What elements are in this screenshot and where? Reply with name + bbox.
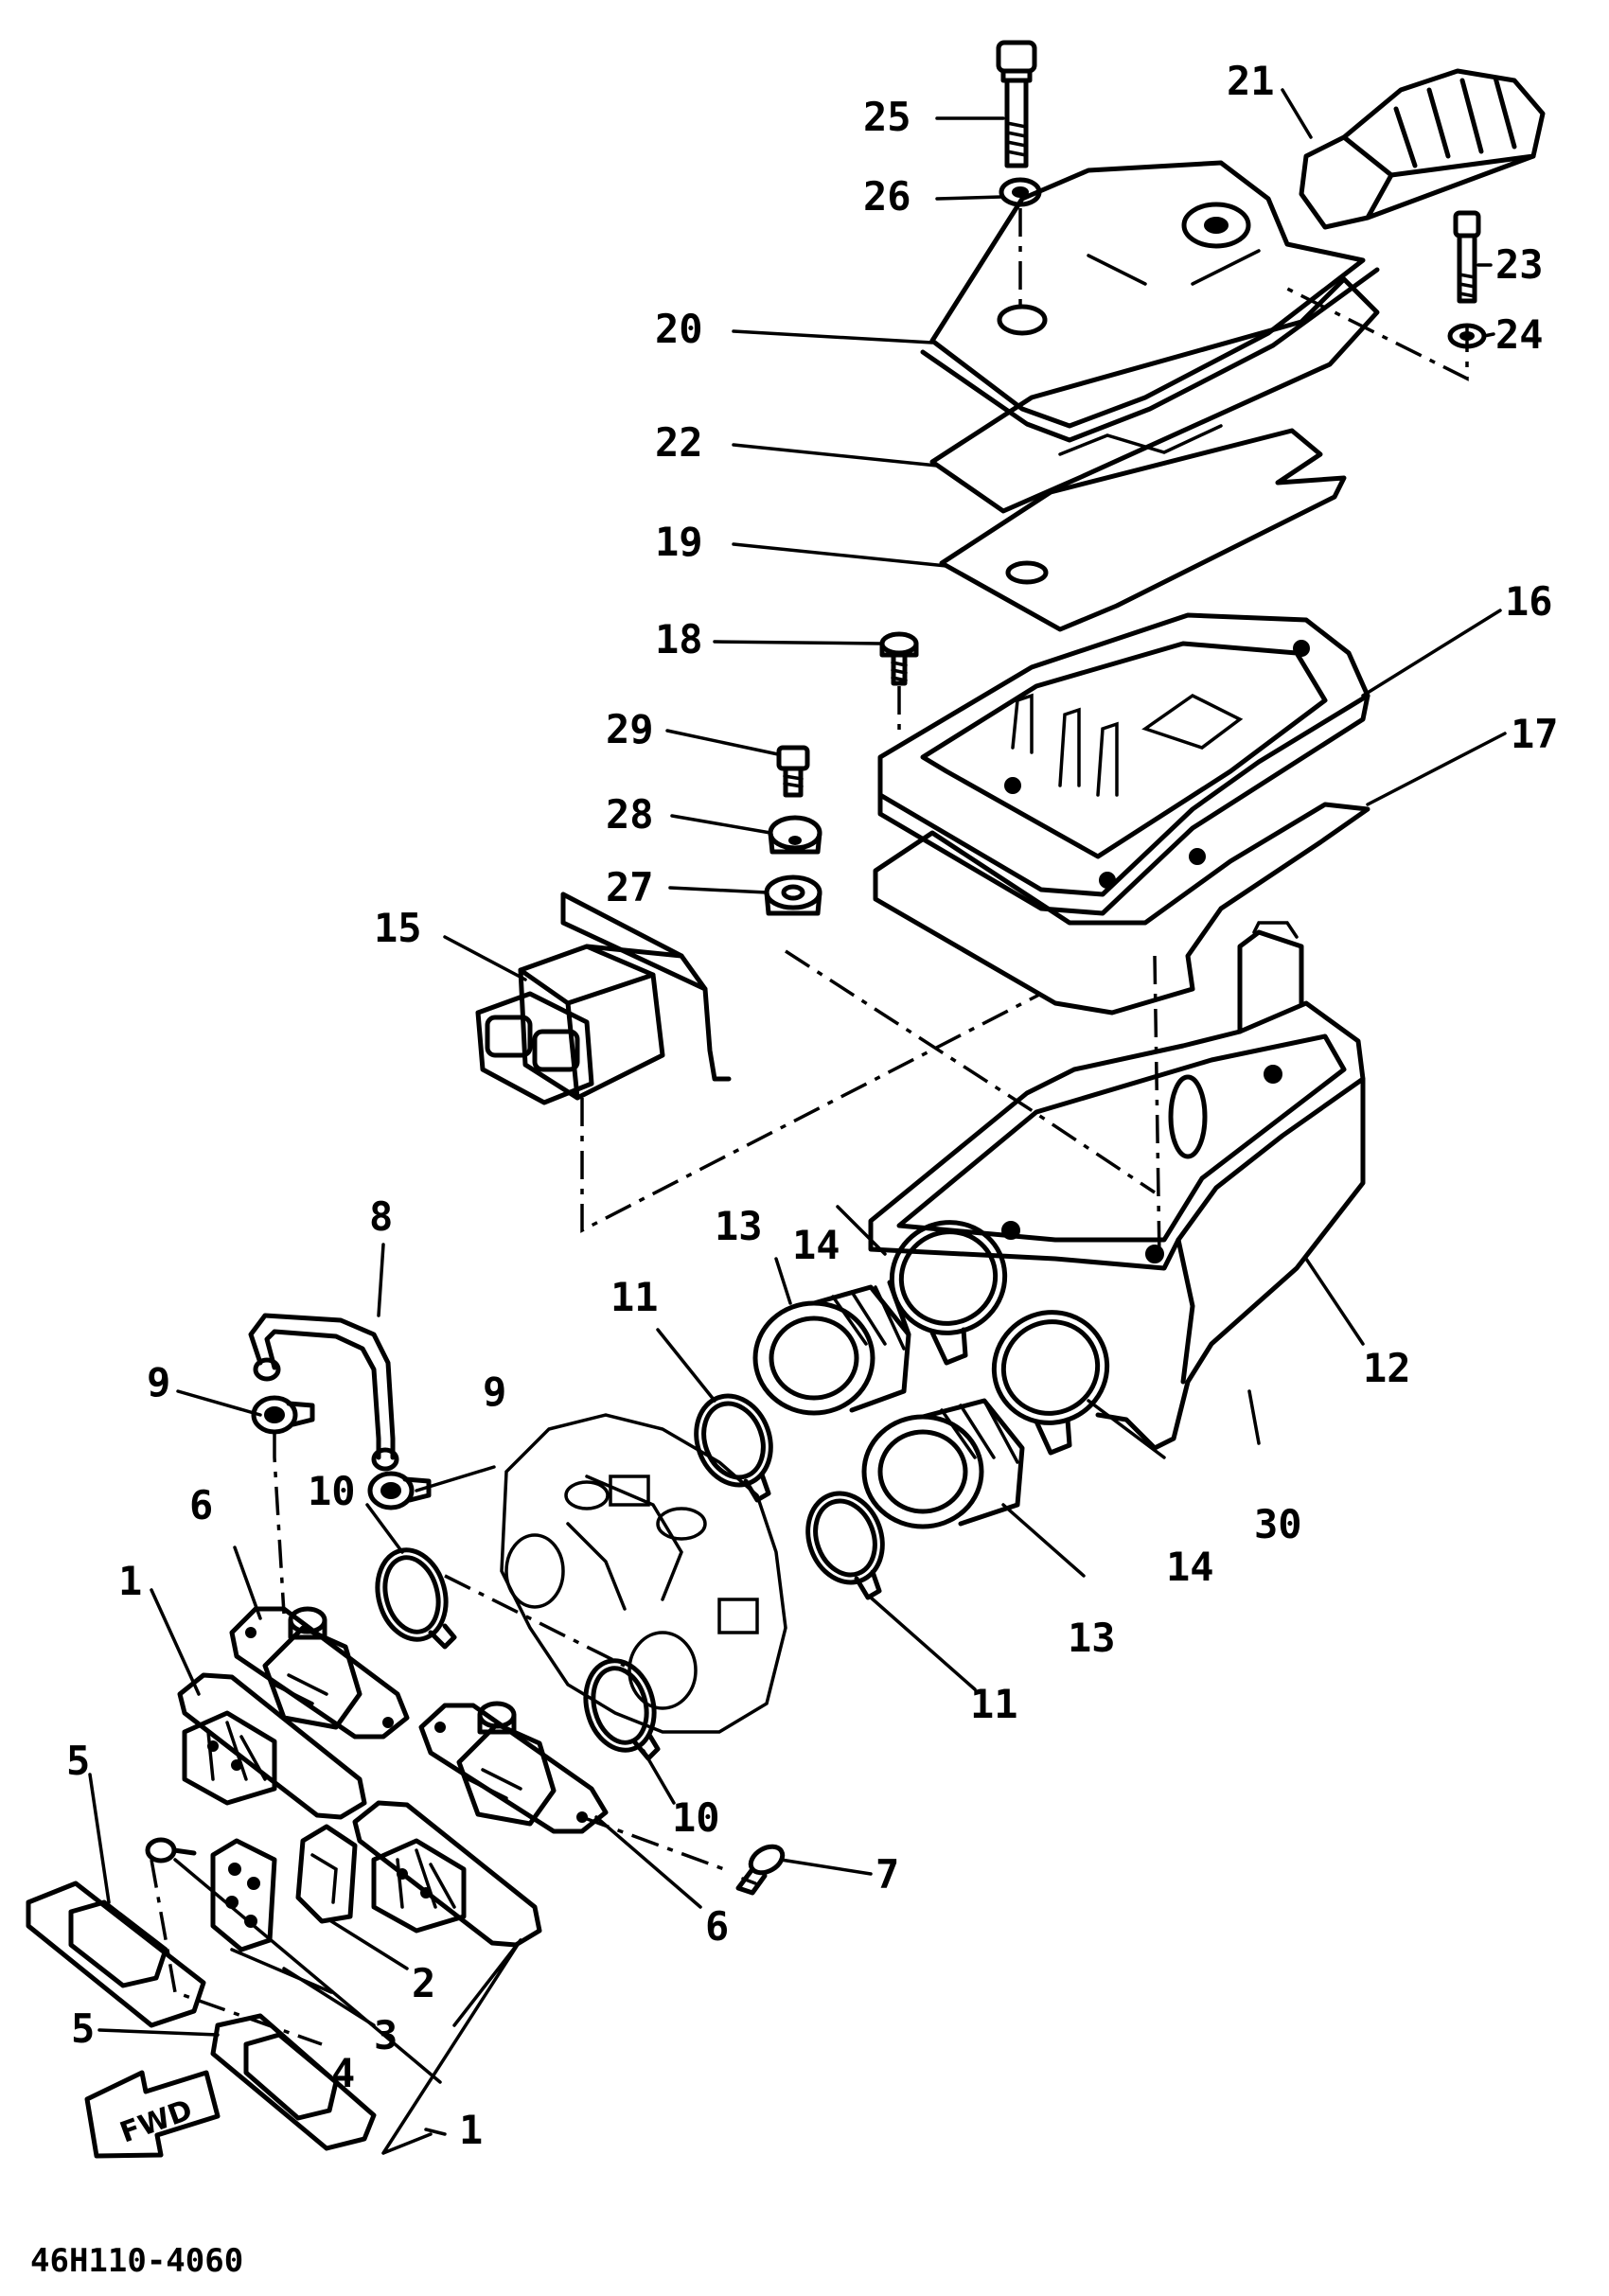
callout-14a: 14 (792, 1222, 840, 1268)
hose-clip-9-left (251, 1395, 315, 1435)
callout-3: 3 (374, 2012, 398, 2058)
carburetor-outline (500, 1413, 787, 1734)
callout-14b: 14 (1166, 1544, 1214, 1590)
callout-28: 28 (606, 791, 654, 838)
washer-26 (999, 177, 1042, 207)
callout-2: 2 (412, 1960, 435, 2006)
callout-5a: 5 (66, 1738, 90, 1784)
callout-20: 20 (655, 306, 703, 352)
bolt-25 (996, 40, 1037, 168)
callout-8: 8 (369, 1193, 393, 1240)
clamp-14-upper (889, 1220, 1008, 1366)
clamp-10-lower (583, 1658, 661, 1761)
callout-6b: 6 (705, 1903, 729, 1950)
air-cleaner-case (868, 921, 1366, 1451)
callout-23: 23 (1495, 241, 1544, 288)
callout-5b: 5 (71, 2005, 95, 2052)
element-plate (939, 428, 1347, 632)
callout-15: 15 (374, 905, 422, 951)
intake-duct (1299, 68, 1546, 230)
callout-29: 29 (606, 706, 654, 752)
callout-9a: 9 (147, 1359, 170, 1405)
callout-21: 21 (1227, 58, 1275, 104)
callout-19: 19 (655, 519, 703, 565)
screw-7 (735, 1844, 786, 1896)
callout-labels: 25 26 21 23 24 20 22 19 18 16 17 29 28 2… (66, 58, 1559, 2153)
callout-26: 26 (863, 173, 911, 220)
gasket-5-upper (26, 1881, 206, 2028)
case-joint (475, 892, 732, 1105)
callout-4: 4 (331, 2050, 355, 2096)
callout-9b: 9 (483, 1369, 506, 1415)
bolt-29 (776, 745, 810, 798)
callout-27: 27 (606, 864, 654, 910)
callout-7: 7 (875, 1851, 899, 1898)
callout-1b: 1 (459, 2107, 483, 2153)
callout-25: 25 (863, 94, 911, 140)
callout-13a: 13 (715, 1203, 763, 1249)
leader-lines (88, 88, 1507, 2155)
gasket-5-lower (210, 2013, 377, 2151)
clamp-11-upper (694, 1393, 773, 1503)
callout-17: 17 (1511, 711, 1559, 757)
callout-11a: 11 (610, 1274, 659, 1320)
callout-24: 24 (1495, 311, 1544, 358)
intake-manifold-lower (418, 1701, 609, 1834)
callout-6a: 6 (189, 1482, 213, 1528)
bolt-23 (1453, 210, 1481, 304)
reed-valve-upper (177, 1672, 367, 1820)
air-cleaner-case-top (877, 612, 1370, 916)
reed-valve-lower (352, 1800, 542, 1948)
clamp-11-lower (805, 1491, 885, 1600)
screw-4 (145, 1837, 197, 1863)
diagram-code: 46H110-4060 (30, 2242, 243, 2280)
breather-hose (248, 1313, 399, 1472)
callout-18: 18 (655, 616, 703, 662)
callout-12: 12 (1363, 1345, 1411, 1391)
callout-22: 22 (655, 419, 703, 466)
case-gasket (873, 802, 1370, 1016)
callout-30: 30 (1254, 1501, 1302, 1547)
reed-plate-2 (295, 1824, 358, 1924)
callout-10b: 10 (672, 1794, 720, 1841)
carburetor-joint-upper (752, 1280, 911, 1416)
callout-1a: 1 (118, 1558, 142, 1604)
carburetor-joint-lower (861, 1398, 1025, 1529)
clamp-14-lower (991, 1310, 1110, 1456)
screw-18 (879, 631, 919, 686)
callout-11b: 11 (970, 1681, 1018, 1727)
clamp-10-upper (375, 1547, 457, 1650)
callout-13b: 13 (1068, 1615, 1116, 1661)
intake-manifold-upper (229, 1606, 410, 1740)
collar-28 (768, 815, 822, 855)
callout-16: 16 (1505, 578, 1553, 625)
grommet-27 (764, 874, 822, 916)
forward-direction-arrow: FWD (84, 2070, 221, 2159)
callout-10a: 10 (308, 1468, 356, 1514)
cap-gasket (929, 276, 1380, 514)
